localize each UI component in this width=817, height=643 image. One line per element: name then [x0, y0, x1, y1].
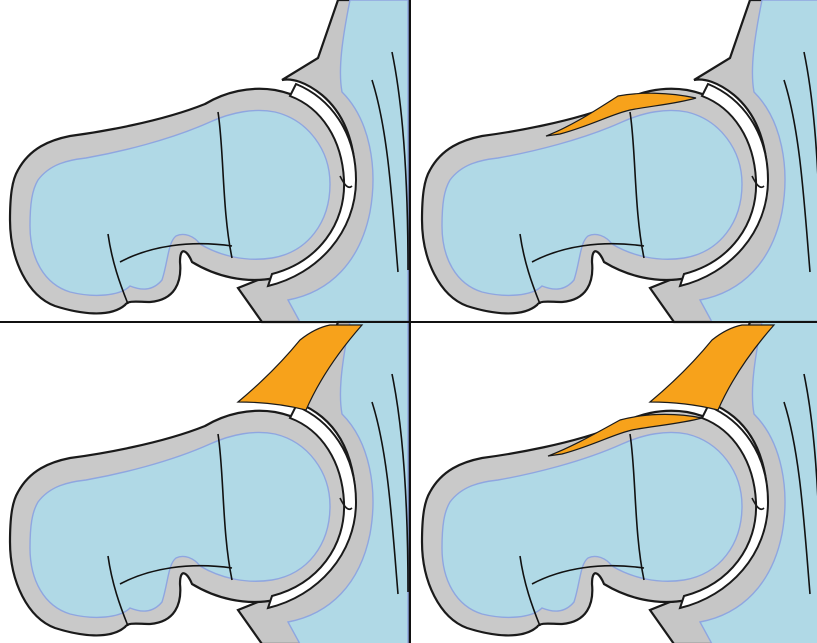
hip-joint-mixed — [422, 322, 817, 643]
hip-joint-cam — [422, 0, 817, 322]
hip-joint-pincer — [10, 322, 408, 643]
panel-top-right — [422, 0, 817, 322]
panel-top-left — [10, 0, 408, 322]
panel-bottom-right — [422, 322, 817, 643]
hip-joint-normal — [10, 0, 408, 322]
panel-bottom-left — [10, 322, 408, 643]
